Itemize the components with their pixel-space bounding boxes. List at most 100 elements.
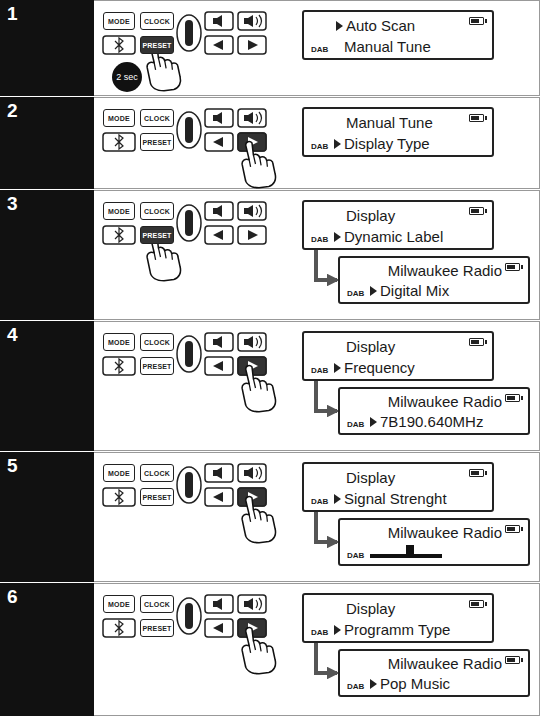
panel-button: CLOCK — [140, 12, 174, 30]
display-line: Manual Tune — [344, 38, 431, 55]
band-label: DAB — [311, 142, 328, 151]
cursor-marker — [370, 417, 377, 427]
panel-button: MODE — [103, 333, 135, 351]
cursor-marker — [370, 286, 377, 296]
label-text: PRESET — [142, 42, 171, 49]
label-text: 2 — [7, 100, 18, 122]
label-text: CLOCK — [144, 339, 170, 346]
panel-button: PRESET — [140, 619, 174, 637]
panel-button: MODE — [103, 12, 135, 30]
lcd-display: Milwaukee Radio7B190.640MHzDAB — [338, 387, 530, 435]
step-number-cell: 4 — [0, 321, 94, 451]
panel-button: MODE — [103, 109, 135, 127]
lcd-display: DisplayDynamic LabelDAB — [302, 200, 494, 250]
cursor-marker — [334, 625, 341, 635]
cursor-marker — [334, 494, 341, 504]
label-text: CLOCK — [144, 208, 170, 215]
display-line: Frequency — [344, 359, 415, 376]
step-number-cell: 2 — [0, 97, 94, 189]
cursor-marker — [370, 679, 377, 689]
battery-fill — [507, 527, 515, 531]
display-line: Manual Tune — [346, 114, 433, 131]
battery-tip — [521, 396, 523, 400]
lcd-display: Milwaukee RadioDAB — [338, 518, 530, 566]
battery-tip — [521, 527, 523, 531]
panel-button: MODE — [103, 464, 135, 482]
lcd-display: Manual TuneDisplay Type DAB — [302, 107, 494, 157]
label-text: MODE — [108, 470, 130, 477]
label-text: CLOCK — [144, 18, 170, 25]
label-text: PRESET — [142, 232, 171, 239]
battery-tip — [485, 19, 487, 23]
label-text: CLOCK — [144, 115, 170, 122]
battery-tip — [521, 265, 523, 269]
display-line: Display — [346, 469, 395, 486]
lcd-display: Milwaukee RadioDigital Mix DAB — [338, 256, 530, 304]
label-text: CLOCK — [144, 470, 170, 477]
battery-icon — [469, 17, 484, 25]
label-text: 6 — [7, 586, 18, 608]
label-text: PRESET — [142, 494, 171, 501]
battery-icon — [469, 114, 484, 122]
battery-fill — [507, 658, 515, 662]
battery-tip — [485, 471, 487, 475]
panel-button: PRESET — [140, 488, 174, 506]
cursor-marker — [334, 139, 341, 149]
battery-fill — [471, 116, 479, 120]
label-text: PRESET — [142, 363, 171, 370]
label-text: MODE — [108, 18, 130, 25]
cursor-marker — [334, 232, 341, 242]
step-number-cell: 3 — [0, 190, 94, 320]
panel-button: PRESET — [140, 357, 174, 375]
display-line: Display — [346, 207, 395, 224]
battery-tip — [485, 602, 487, 606]
battery-tip — [485, 209, 487, 213]
display-line: Programm Type — [344, 621, 450, 638]
panel-button: MODE — [103, 202, 135, 220]
battery-icon — [505, 263, 520, 271]
display-line: Display — [346, 338, 395, 355]
hold-time-badge: 2 sec — [112, 62, 142, 92]
step-number-cell: 5 — [0, 452, 94, 582]
battery-fill — [507, 396, 515, 400]
battery-icon — [469, 600, 484, 608]
cursor-marker — [336, 21, 343, 31]
label-text: MODE — [108, 208, 130, 215]
display-line: Display Type — [344, 135, 430, 152]
panel-button: PRESET — [140, 133, 174, 151]
panel-button: PRESET — [140, 36, 174, 54]
band-label: DAB — [311, 235, 328, 244]
display-line: Milwaukee Radio — [388, 655, 502, 672]
label-text: 5 — [7, 455, 18, 477]
band-label: DAB — [347, 289, 364, 298]
display-line: Milwaukee Radio — [388, 262, 502, 279]
result-arrow — [316, 643, 337, 673]
label-text: PRESET — [142, 139, 171, 146]
signal-level — [406, 545, 414, 558]
result-arrow — [316, 250, 337, 280]
panel-button: CLOCK — [140, 202, 174, 220]
result-arrow — [316, 512, 337, 542]
panel-button: CLOCK — [140, 595, 174, 613]
battery-fill — [507, 265, 515, 269]
panel-button: CLOCK — [140, 333, 174, 351]
battery-tip — [521, 658, 523, 662]
battery-icon — [505, 394, 520, 402]
result-arrow — [316, 381, 337, 411]
label-text: 4 — [7, 324, 18, 346]
panel-button: CLOCK — [140, 464, 174, 482]
display-line: Digital Mix — [380, 282, 449, 299]
battery-icon — [505, 656, 520, 664]
battery-icon — [469, 207, 484, 215]
display-line: Signal Strenght — [344, 490, 447, 507]
band-label: DAB — [311, 366, 328, 375]
cursor-marker — [334, 363, 341, 373]
step-number-cell: 1 — [0, 0, 94, 96]
battery-fill — [471, 340, 479, 344]
battery-icon — [469, 469, 484, 477]
band-label: DAB — [347, 551, 364, 560]
band-label: DAB — [347, 682, 364, 691]
lcd-display: Auto ScanManual TuneDAB — [302, 10, 494, 60]
display-line: Milwaukee Radio — [388, 524, 502, 541]
